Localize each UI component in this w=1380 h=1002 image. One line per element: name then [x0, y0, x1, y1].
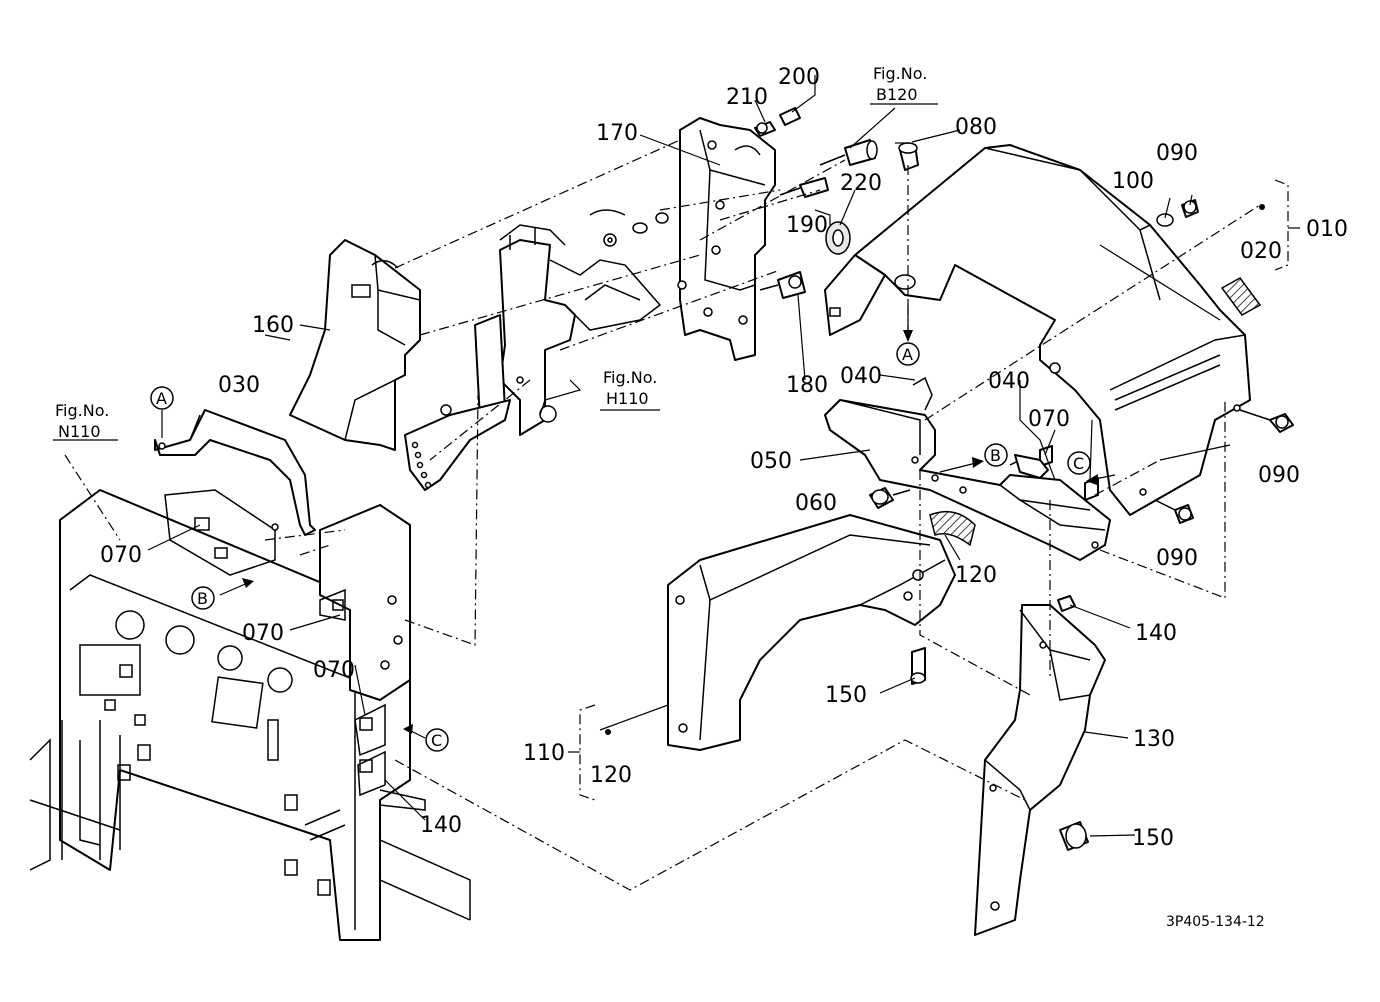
part-labels: 010 020 030 040 040 050 060 070 070 070 … [100, 65, 1348, 851]
label-040-b: 040 [988, 369, 1030, 394]
part-160-column-cover [289, 239, 421, 451]
label-140-a: 140 [1135, 621, 1177, 646]
figure-references: Fig.No. B120 Fig.No. H110 Fig.No. N110 [55, 64, 927, 441]
label-040-a: 040 [840, 364, 882, 389]
label-090-b: 090 [1258, 463, 1300, 488]
label-210: 210 [726, 85, 768, 110]
bracket-010 [1259, 179, 1300, 271]
label-110: 110 [523, 741, 565, 766]
hardware-right [869, 199, 1294, 851]
part-030-cover [154, 409, 316, 536]
label-120-b: 120 [590, 763, 632, 788]
label-070-c: 070 [242, 621, 284, 646]
label-150-b: 150 [1132, 826, 1174, 851]
figref-n110-code: N110 [58, 422, 101, 441]
part-020-label [1220, 277, 1262, 316]
hardware-column [589, 107, 919, 299]
label-140-b: 140 [420, 813, 462, 838]
label-030: 030 [218, 373, 260, 398]
part-130-cover [974, 604, 1106, 936]
callout-c-right: C [1073, 454, 1084, 473]
label-060: 060 [795, 491, 837, 516]
label-130: 130 [1133, 727, 1175, 752]
label-090-a: 090 [1156, 141, 1198, 166]
part-170-column-cover [677, 117, 776, 361]
callout-a-top: A [902, 345, 913, 364]
label-090-c: 090 [1156, 546, 1198, 571]
label-070-a: 070 [1028, 407, 1070, 432]
label-070-b: 070 [100, 543, 142, 568]
drawing-code: 3P405-134-12 [1166, 914, 1265, 930]
label-120-a: 120 [955, 563, 997, 588]
callout-circles: A A B B C C [150, 342, 1091, 752]
figref-underlines [53, 103, 938, 441]
label-100: 100 [1112, 169, 1154, 194]
bracket-110 [568, 704, 611, 801]
label-200: 200 [778, 65, 820, 90]
front-frame-assembly [29, 489, 471, 941]
label-190: 190 [786, 213, 828, 238]
callout-b-right: B [990, 446, 1001, 465]
callout-a-left: A [156, 389, 167, 408]
label-070-d: 070 [313, 658, 355, 683]
figref-h110-prefix: Fig.No. [603, 368, 657, 387]
callout-c-left: C [431, 731, 442, 750]
label-010: 010 [1306, 217, 1348, 242]
label-150-a: 150 [825, 683, 867, 708]
label-050: 050 [750, 449, 792, 474]
callout-arrows [161, 300, 1116, 739]
figref-b120-code: B120 [876, 85, 918, 104]
steering-column-bracket [404, 224, 662, 491]
label-160: 160 [252, 313, 294, 338]
leader-lines [147, 75, 1231, 837]
label-080: 080 [955, 115, 997, 140]
figref-h110-code: H110 [606, 389, 649, 408]
callout-b-left: B [197, 589, 208, 608]
label-020: 020 [1240, 239, 1282, 264]
label-170: 170 [596, 121, 638, 146]
part-110-cover [667, 514, 956, 751]
part-120-pad [929, 510, 976, 547]
figref-n110-prefix: Fig.No. [55, 401, 109, 420]
figref-b120-prefix: Fig.No. [873, 64, 927, 83]
part-010-dash-cover [824, 144, 1251, 516]
label-180: 180 [786, 373, 828, 398]
label-220: 220 [840, 171, 882, 196]
